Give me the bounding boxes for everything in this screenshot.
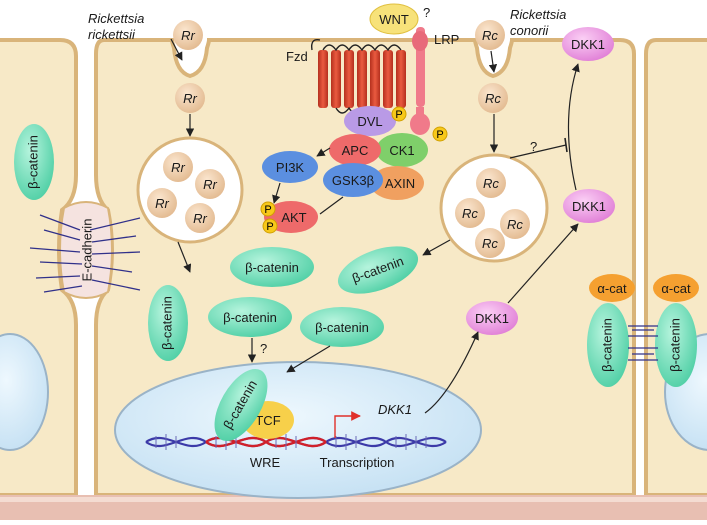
fzd-label: Fzd xyxy=(286,49,308,64)
rc-title-line1: Rickettsia xyxy=(510,7,566,22)
lrp-label: LRP xyxy=(434,32,459,47)
fzd-receptor xyxy=(310,39,406,114)
rr-bacterium-entering: Rr xyxy=(175,83,205,113)
svg-text:AXIN: AXIN xyxy=(385,176,415,191)
svg-text:APC: APC xyxy=(342,143,369,158)
svg-text:β-catenin: β-catenin xyxy=(315,320,369,335)
svg-text:DVL: DVL xyxy=(357,114,382,129)
svg-text:Rc: Rc xyxy=(507,217,523,232)
svg-text:DKK1: DKK1 xyxy=(475,311,509,326)
transcription-label: Transcription xyxy=(320,455,395,470)
wre-label: WRE xyxy=(250,455,281,470)
svg-text:β-catenin: β-catenin xyxy=(25,135,40,189)
svg-text:β-catenin: β-catenin xyxy=(223,310,277,325)
nuclear-entry-question-mark: ? xyxy=(260,341,267,356)
alpha-cat-left: α-cat xyxy=(589,274,635,302)
beta-catenin-junction: β-catenin xyxy=(148,285,188,361)
dkk1-gene-label: DKK1 xyxy=(378,402,412,417)
svg-text:GSK3β: GSK3β xyxy=(332,173,374,188)
beta-catenin-cytoplasm-3: β-catenin xyxy=(300,307,384,347)
svg-text:Rr: Rr xyxy=(193,211,207,226)
axin-protein: AXIN xyxy=(370,166,424,200)
akt-protein: AKT P P xyxy=(260,201,318,234)
dkk1-membrane: DKK1 xyxy=(563,189,615,223)
lrp-receptor xyxy=(410,27,430,135)
lrp-phospho: P xyxy=(432,126,448,142)
nucleus-main xyxy=(114,361,482,499)
svg-text:DKK1: DKK1 xyxy=(572,199,606,214)
dkk1-question-mark: ? xyxy=(530,139,537,154)
svg-text:α-cat: α-cat xyxy=(661,281,691,296)
beta-catenin-adherens-left: β-catenin xyxy=(587,303,629,387)
rc-bacterium-outside: Rc xyxy=(475,20,505,50)
svg-text:CK1: CK1 xyxy=(389,143,414,158)
svg-text:β-catenin: β-catenin xyxy=(245,260,299,275)
svg-text:β-catenin: β-catenin xyxy=(599,318,614,372)
dvl-protein: DVL P xyxy=(344,106,407,136)
rr-title-line2: rickettsii xyxy=(88,27,136,42)
svg-text:WNT: WNT xyxy=(379,12,409,27)
svg-text:P: P xyxy=(264,204,271,216)
wnt-ligand: WNT xyxy=(369,3,419,35)
gsk3b-protein: GSK3β xyxy=(323,163,383,197)
svg-text:P: P xyxy=(395,109,402,121)
wnt-question-mark: ? xyxy=(423,5,430,20)
beta-catenin-adherens-right: β-catenin xyxy=(655,303,697,387)
svg-text:Rr: Rr xyxy=(171,160,185,175)
svg-text:P: P xyxy=(436,129,443,141)
nucleus-left-partial xyxy=(0,333,49,451)
beta-catenin-cytoplasm-2: β-catenin xyxy=(208,297,292,337)
rc-title-line2: conorii xyxy=(510,23,549,38)
svg-text:Rc: Rc xyxy=(485,91,501,106)
svg-text:Rr: Rr xyxy=(203,177,217,192)
rr-title-line1: Rickettsia xyxy=(88,11,144,26)
dkk1-extracellular: DKK1 xyxy=(562,27,614,61)
svg-text:α-cat: α-cat xyxy=(597,281,627,296)
ck1-protein: CK1 xyxy=(376,133,428,167)
pi3k-protein: PI3K xyxy=(262,151,318,183)
beta-catenin-cytoplasm-1: β-catenin xyxy=(230,247,314,287)
rr-bacterium-outside: Rr xyxy=(173,20,203,50)
beta-catenin-nuclear: β-catenin xyxy=(214,368,268,442)
svg-text:PI3K: PI3K xyxy=(276,160,305,175)
svg-text:Rc: Rc xyxy=(482,236,498,251)
svg-text:Rc: Rc xyxy=(462,206,478,221)
svg-text:AKT: AKT xyxy=(281,210,306,225)
svg-text:DKK1: DKK1 xyxy=(571,37,605,52)
svg-text:Rr: Rr xyxy=(155,196,169,211)
rc-vacuole: Rc Rc Rc Rc xyxy=(439,153,549,263)
svg-text:β-catenin: β-catenin xyxy=(667,318,682,372)
svg-text:Rr: Rr xyxy=(183,91,197,106)
dkk1-cytoplasm: DKK1 xyxy=(466,301,518,335)
beta-catenin-released: β-catenin xyxy=(337,246,419,294)
svg-text:Rc: Rc xyxy=(482,28,498,43)
e-cadherin-junction: E-cadherin xyxy=(29,201,141,299)
svg-text:TCF: TCF xyxy=(255,413,280,428)
svg-text:β-catenin: β-catenin xyxy=(159,296,174,350)
svg-text:P: P xyxy=(266,221,273,233)
rc-bacterium-entering: Rc xyxy=(478,83,508,113)
e-cadherin-label: E-cadherin xyxy=(79,219,94,282)
beta-catenin-left-cell: β-catenin xyxy=(14,124,54,200)
apc-protein: APC xyxy=(329,134,381,166)
rr-vacuole: Rr Rr Rr Rr xyxy=(136,136,244,244)
svg-text:Rc: Rc xyxy=(483,176,499,191)
alpha-cat-right: α-cat xyxy=(653,274,699,302)
svg-text:Rr: Rr xyxy=(181,28,195,43)
